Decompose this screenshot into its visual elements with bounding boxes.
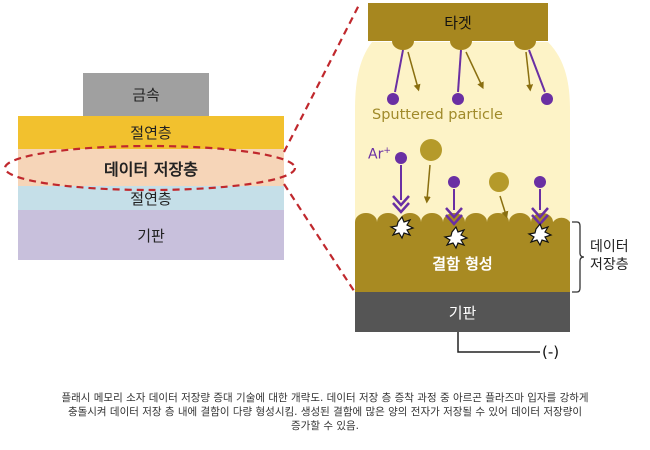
ar-chevron-2: [445, 207, 463, 226]
metal-layer: [83, 73, 209, 116]
sputter-chamber: [355, 3, 570, 332]
argon-impacts: [389, 152, 553, 250]
ion-track-2: [457, 49, 462, 93]
ar-chevron-1: [392, 195, 410, 214]
insulator-bottom-label: 절연층: [130, 189, 172, 208]
target-block: [368, 3, 548, 41]
substrate-right: [355, 292, 570, 332]
substrate-left-label: 기판: [137, 226, 165, 245]
sputter-arrow-1: [407, 51, 421, 92]
ion-2: [452, 93, 464, 105]
gold-particle-1: [420, 139, 442, 161]
ion-charge: +: [383, 146, 391, 156]
target-bump-1: [392, 41, 414, 50]
ion-1: [387, 93, 399, 105]
impact-star-1: [389, 215, 415, 240]
metal-label: 금속: [132, 86, 160, 104]
ion-3: [541, 93, 553, 105]
gold-particle-2: [489, 172, 509, 192]
target-label: 타겟: [444, 13, 472, 32]
ion-symbol: Ar: [368, 146, 384, 163]
gold-arrow-2: [499, 195, 509, 219]
ar-ion-2: [448, 176, 460, 188]
ion-track-1: [394, 49, 404, 93]
sputter-arrow-3: [525, 51, 534, 92]
sputter-arrow-2: [465, 51, 484, 90]
data-storage-layer: [18, 149, 284, 186]
bias-wire: [457, 332, 540, 353]
left-layer-stack: [3, 73, 297, 260]
caption-line3: 증가할 수 있음.: [291, 420, 359, 432]
plasma-region: [355, 42, 570, 222]
gold-arrow-1: [423, 164, 431, 204]
zoom-line-top: [283, 2, 361, 153]
deposited-bumps: [355, 213, 570, 222]
defect-label: 결함 형성: [432, 254, 493, 273]
caption-line1: 플래시 메모리 소자 데이터 저장량 증대 기술에 대한 개략도. 데이터 저장…: [61, 392, 589, 404]
substrate-left-layer: [18, 210, 284, 260]
insulator-top-layer: [18, 116, 284, 149]
bias-label: (-): [542, 343, 560, 361]
sputtered-particles: [387, 49, 553, 219]
insulator-top-label: 절연층: [130, 124, 172, 142]
side-label: 데이터 저장층: [590, 238, 629, 274]
target-bump-2: [450, 41, 472, 50]
highlight-ellipse: [3, 144, 297, 192]
data-layer-label: 데이터 저장층: [104, 159, 198, 179]
zoom-line-bottom: [283, 183, 361, 301]
ar-ion-3: [534, 176, 546, 188]
caption: 플래시 메모리 소자 데이터 저장량 증대 기술에 대한 개략도. 데이터 저장…: [20, 391, 630, 433]
substrate-right-label: 기판: [448, 303, 477, 322]
side-label-line2: 저장층: [590, 257, 629, 273]
impact-star-3: [527, 222, 553, 247]
side-label-line1: 데이터: [590, 239, 629, 255]
impact-star-2: [443, 225, 469, 250]
sputtered-particle-label: Sputtered particle: [372, 107, 503, 123]
ar-ion-1: [395, 152, 407, 164]
ion-label: Ar+: [368, 146, 391, 163]
side-bracket: [572, 221, 585, 293]
caption-line2: 충돌시켜 데이터 저장 층 내에 결함이 다량 형성시킴. 생성된 결함에 많은…: [67, 406, 583, 418]
target-bump-3: [514, 41, 536, 50]
ion-track-3: [528, 49, 546, 93]
